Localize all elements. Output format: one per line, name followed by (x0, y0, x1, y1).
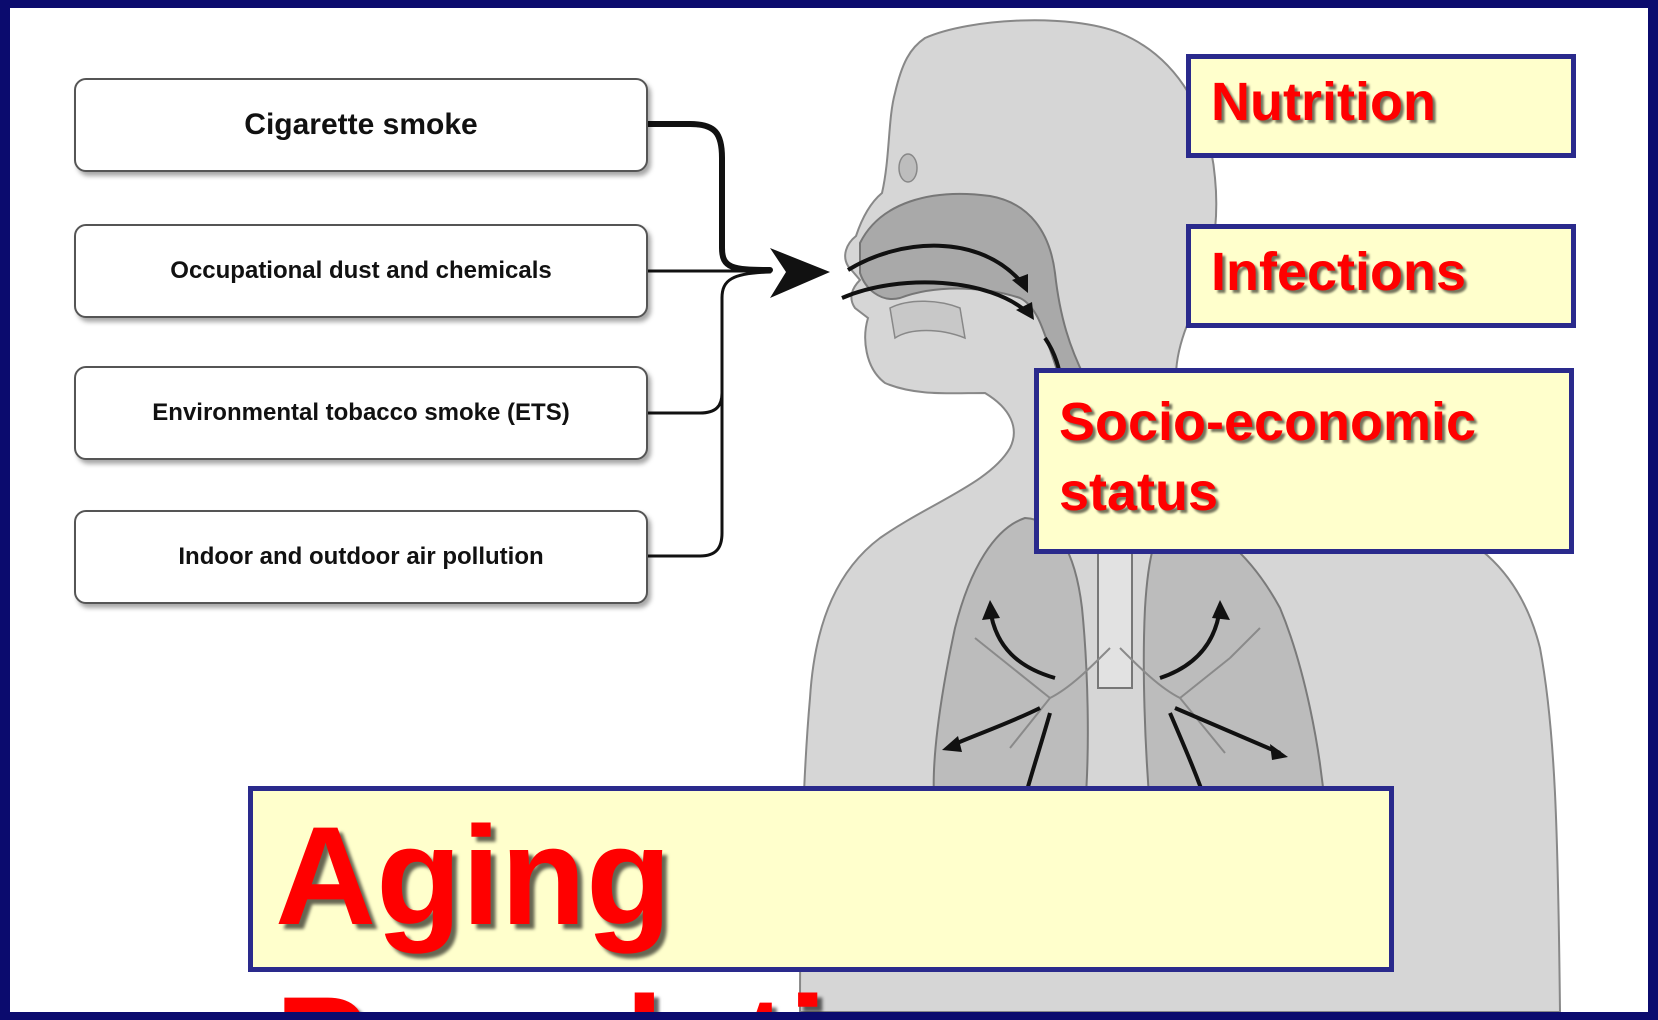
source-occupational-dust: Occupational dust and chemicals (74, 224, 648, 318)
source-air-pollution: Indoor and outdoor air pollution (74, 510, 648, 604)
source-environmental-tobacco-smoke: Environmental tobacco smoke (ETS) (74, 366, 648, 460)
slide: Cigarette smoke Occupational dust and ch… (10, 8, 1648, 1012)
connector-lines (644, 124, 770, 556)
factor-infections: Infections (1186, 224, 1576, 328)
ses-line-2: status (1059, 457, 1569, 527)
main-arrow-head (770, 248, 830, 298)
factor-nutrition: Nutrition (1186, 54, 1576, 158)
factor-aging-populations: Aging Populations (248, 786, 1394, 972)
ses-line-1: Socio-economic (1059, 387, 1569, 457)
source-cigarette-smoke: Cigarette smoke (74, 78, 648, 172)
factor-socio-economic-status: Socio-economic status (1034, 368, 1574, 554)
ear-shape (899, 154, 917, 182)
